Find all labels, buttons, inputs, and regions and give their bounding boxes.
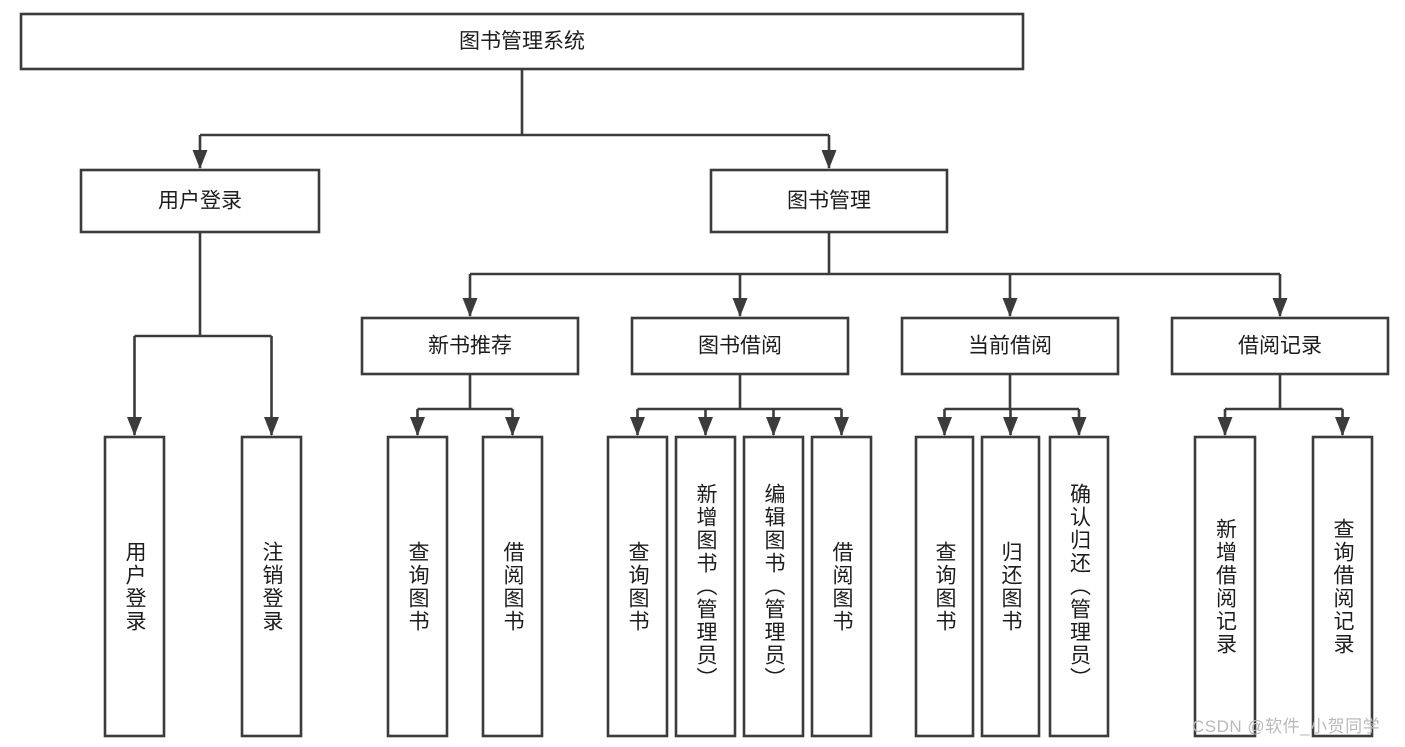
node-new-book-recommend-label: 新书推荐 xyxy=(428,335,512,358)
node-root-system[interactable]: 图书管理系统 xyxy=(19,12,1025,71)
arrow-head-icon xyxy=(192,150,208,169)
node-leaf-user-logout-rect[interactable] xyxy=(240,435,303,738)
node-root-system-label: 图书管理系统 xyxy=(459,30,585,53)
node-leaf-add-book-admin-label[interactable]: 新增图书（管理员） xyxy=(694,483,717,690)
arrow-head-icon xyxy=(698,417,713,436)
node-new-book-recommend[interactable]: 新书推荐 xyxy=(360,316,580,376)
arrow-head-icon xyxy=(937,417,952,436)
node-root-system-rect[interactable] xyxy=(19,12,1025,71)
arrow-head-icon xyxy=(1335,417,1350,436)
arrow-head-icon xyxy=(1071,417,1087,436)
node-user-login-rect[interactable] xyxy=(79,168,321,234)
arrow-head-icon xyxy=(732,298,748,317)
arrow-head-icon xyxy=(1003,417,1018,436)
node-book-borrow-label: 图书借阅 xyxy=(698,335,782,358)
node-leaf-user-login-rect[interactable] xyxy=(103,435,166,738)
node-leaf-query-book-current-label[interactable]: 查询图书 xyxy=(933,540,956,633)
node-leaf-query-borrow-record-label[interactable]: 查询借阅记录 xyxy=(1331,517,1354,656)
arrow-head-icon xyxy=(127,417,142,436)
node-leaf-edit-book-admin-label[interactable]: 编辑图书（管理员） xyxy=(762,483,785,690)
node-leaf-query-borrow-record-rect[interactable] xyxy=(1311,435,1374,738)
node-new-book-recommend-rect[interactable] xyxy=(360,316,580,376)
node-current-borrow-rect[interactable] xyxy=(900,316,1120,376)
node-book-manage[interactable]: 图书管理 xyxy=(709,168,949,234)
node-leaf-return-book-label[interactable]: 归还图书 xyxy=(999,540,1022,633)
node-borrow-record-rect[interactable] xyxy=(1170,316,1390,376)
node-leaf-borrow-book-rect[interactable] xyxy=(810,435,873,738)
arrow-head-icon xyxy=(462,298,478,317)
arrow-head-icon xyxy=(505,417,520,436)
node-leaf-borrow-book-label[interactable]: 借阅图书 xyxy=(830,540,853,633)
node-leaf-borrow-book-rec-rect[interactable] xyxy=(481,435,544,738)
arrow-head-icon xyxy=(1002,298,1018,317)
node-leaf-add-borrow-record-rect[interactable] xyxy=(1193,435,1257,738)
arrow-head-icon xyxy=(410,417,425,436)
node-book-manage-label: 图书管理 xyxy=(787,190,871,213)
arrow-head-icon xyxy=(834,417,849,436)
node-user-login-label: 用户登录 xyxy=(158,190,242,213)
node-leaf-user-login-label[interactable]: 用户登录 xyxy=(123,540,146,633)
connectors-layer xyxy=(127,69,1350,436)
node-leaf-confirm-return-admin-label[interactable]: 确认归还（管理员） xyxy=(1067,483,1091,690)
watermark-text: CSDN @软件_小贺同学 xyxy=(1192,717,1381,736)
node-book-borrow-rect[interactable] xyxy=(630,316,850,376)
arrow-head-icon xyxy=(766,417,781,436)
node-leaf-add-book-admin-rect[interactable] xyxy=(674,435,737,738)
node-leaf-user-logout-label[interactable]: 注销登录 xyxy=(260,540,283,633)
node-leaf-query-book-borrow-rect[interactable] xyxy=(606,435,669,738)
node-leaf-add-borrow-record-label[interactable]: 新增借阅记录 xyxy=(1213,517,1237,656)
node-leaf-query-book-rec-rect[interactable] xyxy=(386,435,449,738)
node-leaf-confirm-return-admin-rect[interactable] xyxy=(1048,435,1110,738)
arrow-head-icon xyxy=(1217,417,1233,436)
node-leaf-borrow-book-rec-label[interactable]: 借阅图书 xyxy=(501,540,524,633)
arrow-head-icon xyxy=(1272,298,1288,317)
node-book-borrow[interactable]: 图书借阅 xyxy=(630,316,850,376)
node-current-borrow[interactable]: 当前借阅 xyxy=(900,316,1120,376)
node-borrow-record[interactable]: 借阅记录 xyxy=(1170,316,1390,376)
node-leaf-return-book-rect[interactable] xyxy=(980,435,1041,738)
arrow-head-icon xyxy=(821,150,837,169)
node-leaf-query-book-current-rect[interactable] xyxy=(914,435,975,738)
node-user-login[interactable]: 用户登录 xyxy=(79,168,321,234)
node-leaf-edit-book-admin-rect[interactable] xyxy=(742,435,805,738)
arrow-head-icon xyxy=(264,417,279,436)
node-leaf-query-book-rec-label[interactable]: 查询图书 xyxy=(406,540,429,633)
node-borrow-record-label: 借阅记录 xyxy=(1238,335,1322,358)
node-current-borrow-label: 当前借阅 xyxy=(968,335,1052,358)
node-book-manage-rect[interactable] xyxy=(709,168,949,234)
node-leaf-query-book-borrow-label[interactable]: 查询图书 xyxy=(626,540,649,633)
arrow-head-icon xyxy=(630,417,645,436)
